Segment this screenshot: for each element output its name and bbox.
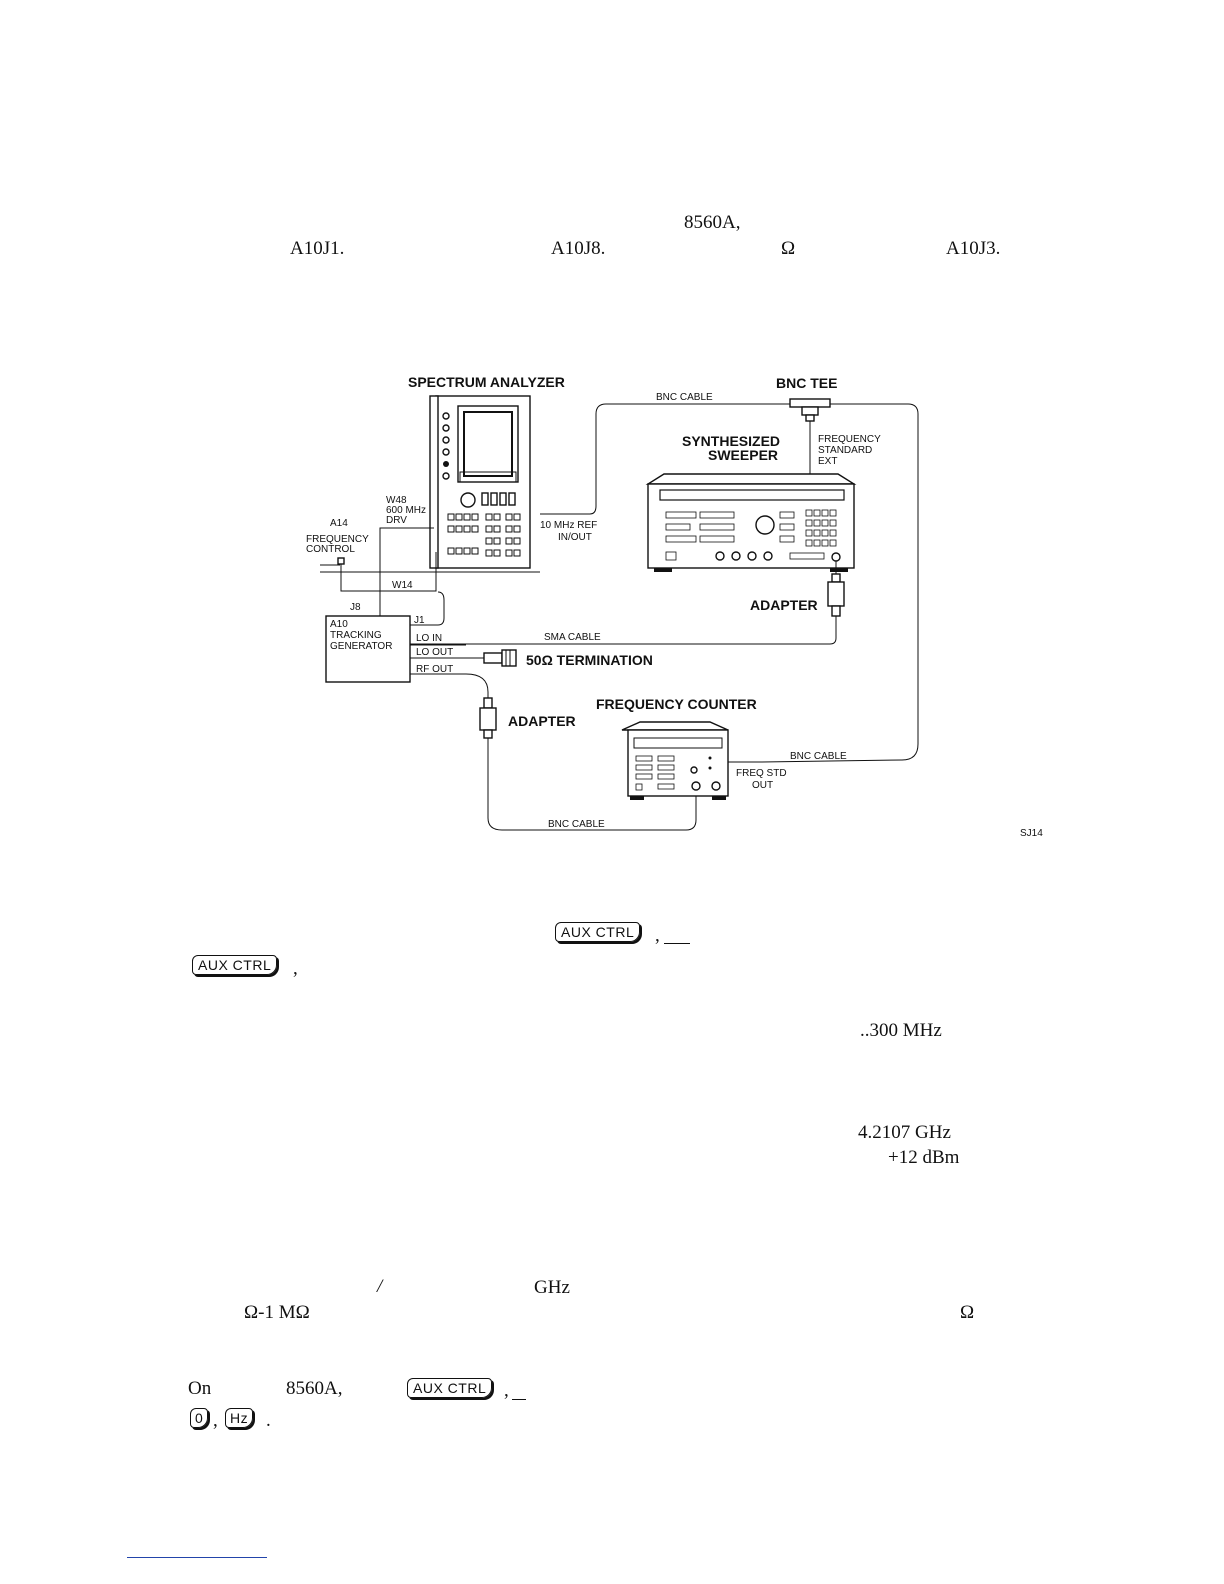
text-ohm-1megohm: Ω-1 MΩ <box>244 1302 310 1323</box>
label-freq-std-3: EXT <box>818 456 837 467</box>
text-12dbm: +12 dBm <box>888 1147 960 1168</box>
label-a10-2: TRACKING <box>330 630 382 641</box>
zero-key[interactable]: 0 <box>190 1408 209 1428</box>
label-frequency-counter: FREQUENCY COUNTER <box>596 696 757 712</box>
text-on: On <box>188 1378 212 1399</box>
label-bnc-tee: BNC TEE <box>776 375 837 391</box>
bnc-tee-icon <box>789 398 831 422</box>
aux-ctrl-key-2[interactable]: AUX CTRL <box>192 955 278 975</box>
text-ohm-right: Ω <box>960 1302 975 1323</box>
period-1: . <box>266 1410 271 1431</box>
label-freq-std-2: STANDARD <box>818 445 872 456</box>
label-bnc-cable-bottom: BNC CABLE <box>548 819 605 830</box>
label-j8: J8 <box>350 602 361 613</box>
comma-4: , <box>213 1410 218 1431</box>
label-j1: J1 <box>414 615 425 626</box>
adapter-left-icon <box>479 697 497 739</box>
label-50ohm-termination: 50Ω TERMINATION <box>526 652 653 668</box>
label-freq-std-out-2: OUT <box>752 780 773 791</box>
test-setup-diagram: SPECTRUM ANALYZER BNC TEE BNC CABLE W48 … <box>306 374 1043 839</box>
label-w48: W48 <box>386 495 407 506</box>
label-frequency-control-1: FREQUENCY <box>306 534 369 545</box>
synthesized-sweeper-icon <box>645 473 857 572</box>
text-4-2107ghz: 4.2107 GHz <box>858 1122 951 1143</box>
text-ghz: GHz <box>534 1277 570 1298</box>
softkey-underline-1 <box>664 943 690 944</box>
label-a10-3: GENERATOR <box>330 641 392 652</box>
label-600mhz: 600 MHz <box>386 505 426 516</box>
label-adapter-right: ADAPTER <box>750 597 818 613</box>
label-10mhz-ref-2: IN/OUT <box>558 532 592 543</box>
aux-ctrl-key-3[interactable]: AUX CTRL <box>407 1378 493 1398</box>
a10-tracking-generator-icon <box>325 615 411 683</box>
comma-3: , <box>504 1380 509 1401</box>
text-a10j3: A10J3. <box>946 238 1001 259</box>
text-300mhz: ..300 MHz <box>860 1020 942 1041</box>
adapter-right-icon <box>827 573 845 617</box>
softkey-underline-3 <box>512 1399 526 1400</box>
comma-2: , <box>293 958 298 979</box>
hz-key[interactable]: Hz <box>225 1408 254 1428</box>
figure-id: SJ14 <box>1020 828 1043 839</box>
label-frequency-control-2: CONTROL <box>306 544 355 555</box>
label-lo-in: LO IN <box>416 633 442 644</box>
label-a14: A14 <box>330 518 348 529</box>
frequency-counter-icon <box>621 721 729 800</box>
text-a10j8: A10J8. <box>551 238 606 259</box>
text-a10j1: A10J1. <box>290 238 345 259</box>
label-rf-out: RF OUT <box>416 664 453 675</box>
text-ohm-line2: Ω <box>781 238 796 259</box>
label-sweeper: SWEEPER <box>708 447 778 463</box>
termination-icon <box>483 649 517 667</box>
label-lo-out: LO OUT <box>416 647 453 658</box>
text-8560a-line1: 8560A, <box>684 212 741 233</box>
label-bnc-cable-right: BNC CABLE <box>790 751 847 762</box>
label-bnc-cable-top: BNC CABLE <box>656 392 713 403</box>
label-w14: W14 <box>392 580 413 591</box>
label-a10-1: A10 <box>330 619 348 630</box>
label-adapter-left: ADAPTER <box>508 713 576 729</box>
label-freq-std-1: FREQUENCY <box>818 434 881 445</box>
aux-ctrl-key-1[interactable]: AUX CTRL <box>555 922 641 942</box>
footnote-rule <box>127 1557 267 1558</box>
text-slash: / <box>377 1276 383 1297</box>
label-drv: DRV <box>386 515 407 526</box>
comma-1: , <box>655 925 660 946</box>
label-spectrum-analyzer: SPECTRUM ANALYZER <box>408 374 565 390</box>
spectrum-analyzer-icon <box>429 395 531 569</box>
label-synthesized: SYNTHESIZED <box>682 433 780 449</box>
label-freq-std-out-1: FREQ STD <box>736 768 787 779</box>
text-8560a-bottom: 8560A, <box>286 1378 343 1399</box>
label-sma-cable: SMA CABLE <box>544 632 601 643</box>
label-10mhz-ref-1: 10 MHz REF <box>540 520 597 531</box>
